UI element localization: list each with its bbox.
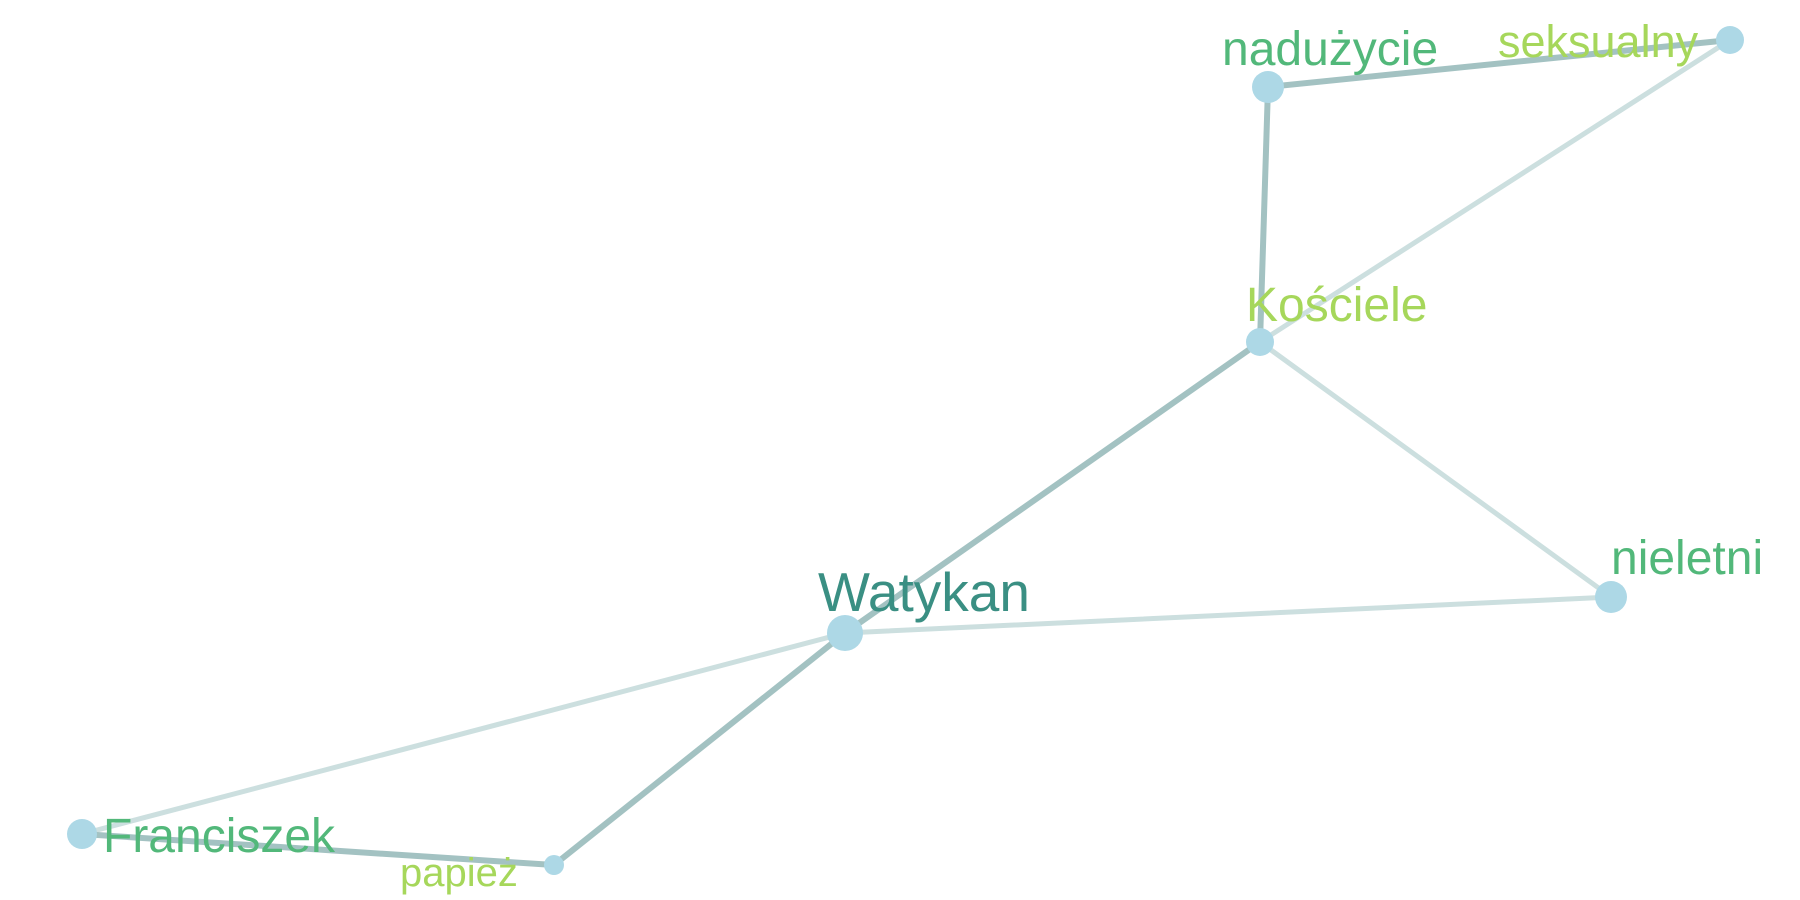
edge-seksualny-koscielne: [1257, 37, 1733, 345]
node-koscielne[interactable]: [1246, 328, 1274, 356]
edge-naduzycie-seksualny: [1265, 37, 1733, 90]
node-label-seksualny: seksualny: [1498, 16, 1699, 67]
edge-watykan-nieletni: [842, 594, 1614, 636]
node-label-koscielne: Kościele: [1246, 279, 1427, 332]
node-franciszek[interactable]: [67, 819, 97, 849]
edges-layer: [79, 37, 1733, 868]
node-label-watykan: Watykan: [818, 561, 1030, 623]
node-papiez[interactable]: [544, 855, 564, 875]
node-label-papiez: papież: [400, 851, 518, 895]
node-watykan[interactable]: [827, 615, 863, 651]
node-label-nieletni: nieletni: [1611, 532, 1763, 585]
labels-layer: Watykan Kościele nadużycie seksualny nieletn…: [103, 16, 1763, 895]
node-nieletni[interactable]: [1595, 581, 1627, 613]
edge-watykan-franciszek: [79, 630, 848, 837]
node-label-naduzycie: nadużycie: [1222, 23, 1438, 76]
node-label-franciszek: Franciszek: [103, 810, 336, 863]
node-seksualny[interactable]: [1716, 26, 1744, 54]
edge-koscielne-nieletni: [1257, 339, 1614, 600]
edge-naduzycie-koscielne: [1257, 84, 1271, 345]
edge-koscielne-watykan: [842, 339, 1263, 636]
nodes-layer: [67, 26, 1744, 875]
edge-franciszek-papiez: [79, 831, 557, 868]
node-naduzycie[interactable]: [1252, 71, 1284, 103]
edge-watykan-papiez: [551, 630, 848, 868]
